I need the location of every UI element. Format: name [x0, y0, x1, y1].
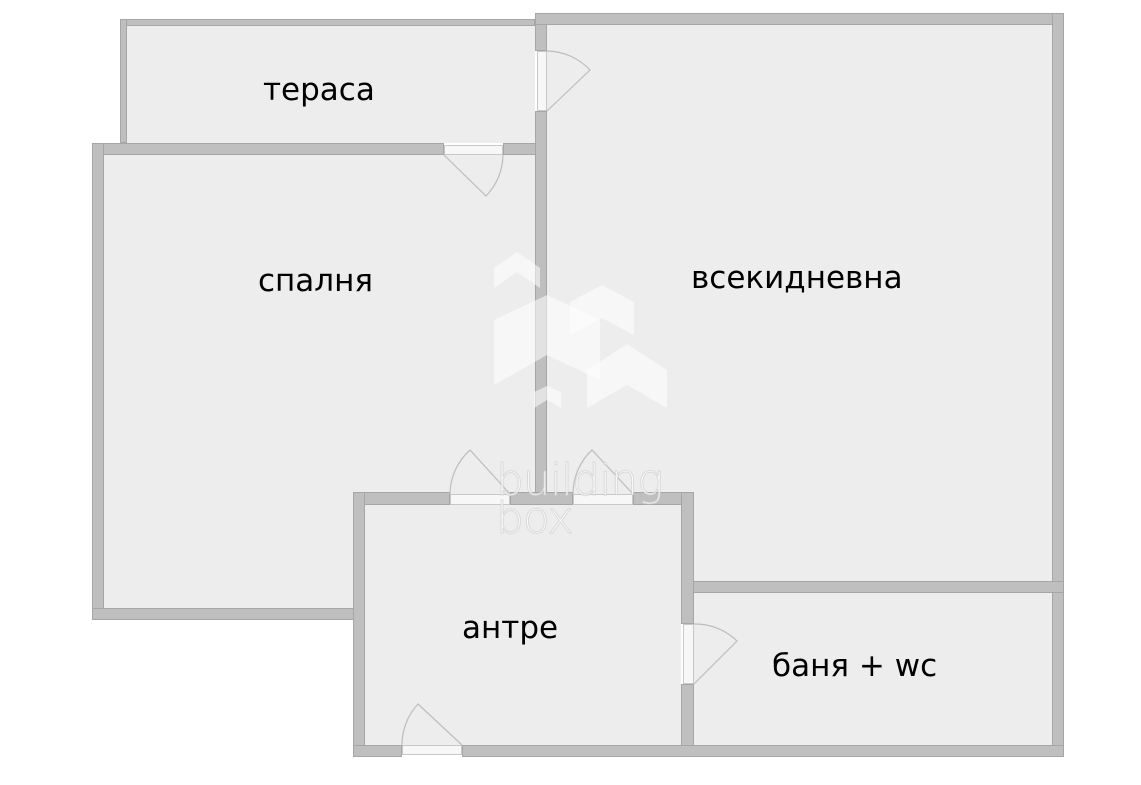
hall-bottom-wall-left — [353, 745, 402, 757]
door-swing-icon — [546, 50, 591, 112]
hall-top-wall-mid — [510, 492, 573, 505]
bedroom-left-wall — [92, 143, 104, 620]
bedroom-bottom-wall — [92, 608, 365, 620]
hall-bottom-wall-right — [462, 745, 1064, 757]
hall-bedroom-door-opening — [450, 494, 510, 505]
watermark-logo-icon — [494, 252, 667, 408]
watermark-text: building box — [496, 455, 665, 544]
hall-left-wall — [353, 492, 365, 757]
room-label-bath: баня + wc — [772, 648, 938, 684]
terrace-left-wall — [120, 19, 127, 143]
bedroom-terrace-door-opening — [444, 145, 503, 155]
room-label-terrace: тераса — [263, 72, 375, 108]
terrace-floor — [127, 26, 535, 143]
hall-top-wall-left — [353, 492, 450, 505]
door-swing-icon — [401, 703, 463, 746]
door-swing-icon — [443, 154, 504, 197]
entrance-door-opening — [402, 745, 462, 755]
door-swing-icon — [449, 449, 511, 495]
room-label-hall: антре — [462, 610, 559, 646]
terrace-living-door-opening — [537, 51, 547, 111]
room-label-bedroom: спалня — [258, 263, 374, 299]
hall-living-door-opening — [573, 494, 633, 505]
bath-floor — [694, 593, 1052, 745]
living-top-wall — [535, 13, 1064, 25]
room-label-living: всекидневна — [691, 260, 903, 296]
door-swing-icons — [401, 50, 738, 746]
hall-right-wall-lower — [681, 684, 694, 757]
living-right-wall — [1052, 13, 1064, 757]
bedroom-top-wall — [92, 143, 444, 155]
terrace-top-wall — [120, 19, 535, 26]
hall-right-wall-upper — [681, 492, 694, 624]
watermark-line2: box — [496, 493, 575, 544]
hall-bath-door-opening — [683, 624, 694, 684]
hall-top-wall-right — [633, 492, 694, 505]
living-bath-divider-wall — [681, 581, 1064, 593]
door-swing-icon — [693, 623, 738, 685]
door-swing-icon — [572, 449, 634, 495]
watermark-line1: building — [496, 455, 665, 506]
